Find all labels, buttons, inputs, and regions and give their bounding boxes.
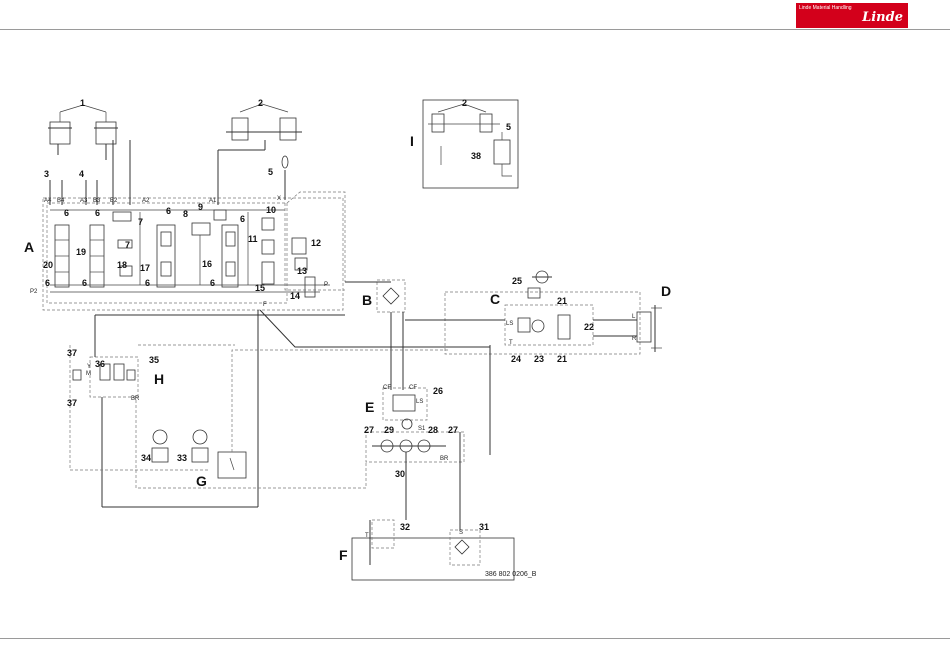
callout-number: 6 <box>95 208 100 218</box>
callout-number: 2 <box>258 98 263 108</box>
callout-number: 6 <box>82 278 87 288</box>
port-label: LS <box>506 321 513 327</box>
callout-number: 8 <box>183 209 188 219</box>
callout-number: 28 <box>428 425 438 435</box>
port-label: L <box>632 314 636 320</box>
callout-number: 6 <box>45 278 50 288</box>
callout-number: 5 <box>268 167 273 177</box>
callout-number: 9 <box>198 202 203 212</box>
port-label: M <box>86 371 91 377</box>
callout-number: 6 <box>166 206 171 216</box>
port-labels: A4 B4 A3 B3 B2 A2 A1 X P2 P LS CF CF LS … <box>30 196 637 539</box>
section-label: F <box>339 547 348 563</box>
callout-number: 38 <box>471 151 481 161</box>
callout-number: 33 <box>177 453 187 463</box>
steering-unit-c <box>405 271 640 455</box>
callout-number: 14 <box>290 291 300 301</box>
callout-number: 20 <box>43 260 53 270</box>
callout-number: 25 <box>512 276 522 286</box>
port-label: A1 <box>209 198 217 204</box>
callout-number: 1 <box>80 98 85 108</box>
port-label: P <box>324 282 328 288</box>
callout-number: 3 <box>44 169 49 179</box>
brake-valve-h <box>70 310 490 507</box>
port-label: CF <box>409 385 417 391</box>
callout-number: 37 <box>67 398 77 408</box>
callout-number: 19 <box>76 247 86 257</box>
callout-number: 18 <box>117 260 127 270</box>
callout-number: 7 <box>125 240 130 250</box>
port-label: Y <box>87 364 91 370</box>
callout-number: 36 <box>95 359 105 369</box>
section-label: H <box>154 371 164 387</box>
callout-number: 35 <box>149 355 159 365</box>
section-label: D <box>661 283 671 299</box>
section-label: C <box>490 291 500 307</box>
port-label: CF <box>383 385 391 391</box>
callout-number: 6 <box>145 278 150 288</box>
callout-number: 34 <box>141 453 151 463</box>
port-label: T <box>509 340 513 346</box>
callout-number: 21 <box>557 296 567 306</box>
callout-number: 30 <box>395 469 405 479</box>
port-lines <box>50 140 285 205</box>
section-labels: A B C D E F G H I <box>24 133 671 563</box>
port-label: T <box>365 533 369 539</box>
port-label: B4 <box>57 198 65 204</box>
callout-number: 15 <box>255 283 265 293</box>
callout-number: 16 <box>202 259 212 269</box>
section-label: E <box>365 399 374 415</box>
callout-number: 27 <box>364 425 374 435</box>
callout-number: 23 <box>534 354 544 364</box>
callout-number: 7 <box>138 217 143 227</box>
document-number: 386 802 0206_B <box>485 571 537 578</box>
port-label: S <box>459 530 463 536</box>
callout-number: 27 <box>448 425 458 435</box>
callout-number: 32 <box>400 522 410 532</box>
tilt-cylinders <box>48 105 118 160</box>
callout-number: 22 <box>584 322 594 332</box>
callout-number: 6 <box>64 208 69 218</box>
filter-b <box>345 280 405 390</box>
port-label: S1 <box>418 426 426 432</box>
section-label: G <box>196 473 207 489</box>
section-label: B <box>362 292 372 308</box>
callout-number: 13 <box>297 266 307 276</box>
port-label: F <box>263 302 267 308</box>
callout-number: 17 <box>140 263 150 273</box>
section-label: I <box>410 133 414 149</box>
callout-number: 4 <box>79 169 84 179</box>
callout-number: 11 <box>248 234 258 244</box>
lift-cylinders <box>226 104 302 168</box>
callout-number: 6 <box>240 214 245 224</box>
section-label: A <box>24 239 34 255</box>
callout-number: 37 <box>67 348 77 358</box>
port-label: A3 <box>80 198 88 204</box>
port-label: X <box>277 196 281 202</box>
steering-cylinder-d <box>637 305 662 352</box>
port-label: R <box>632 336 637 342</box>
pump-unit-e <box>366 388 464 530</box>
inset-panel-i <box>423 100 518 188</box>
callout-number: 12 <box>311 238 321 248</box>
callout-number: 21 <box>557 354 567 364</box>
port-label: B2 <box>110 198 118 204</box>
callout-number: 5 <box>506 122 511 132</box>
port-label: B3 <box>93 198 101 204</box>
port-label: P2 <box>30 289 38 295</box>
callout-number: 24 <box>511 354 521 364</box>
port-label: BR <box>440 456 449 462</box>
callout-number: 10 <box>266 205 276 215</box>
callout-number: 26 <box>433 386 443 396</box>
callout-number: 31 <box>479 522 489 532</box>
port-label: A4 <box>44 198 52 204</box>
port-label: LS <box>416 399 423 405</box>
callout-number: 6 <box>210 278 215 288</box>
callout-number: 2 <box>462 98 467 108</box>
callout-number: 29 <box>384 425 394 435</box>
port-label: BR <box>131 396 140 402</box>
port-label: A2 <box>142 198 150 204</box>
